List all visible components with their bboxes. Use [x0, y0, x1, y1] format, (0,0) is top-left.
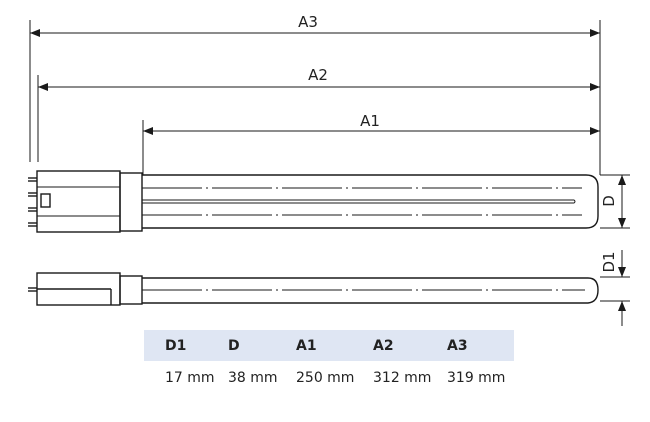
- label-a2: A2: [308, 66, 328, 84]
- header-a2: A2: [373, 337, 394, 354]
- value-a1: 250 mm: [296, 370, 355, 386]
- lamp-side-view: [28, 272, 599, 306]
- table-row: 17 mm 38 mm 250 mm 312 mm 319 mm: [144, 361, 514, 395]
- header-d1: D1: [165, 337, 187, 354]
- label-d1: D1: [600, 251, 618, 272]
- value-d: 38 mm: [228, 370, 278, 386]
- header-d: D: [228, 337, 240, 354]
- value-a3: 319 mm: [447, 370, 506, 386]
- header-a3: A3: [447, 337, 468, 354]
- dimensions-table: D1 D A1 A2 A3 17 mm 38 mm 250 mm 312 mm …: [144, 330, 514, 395]
- label-a3: A3: [298, 13, 318, 31]
- header-a1: A1: [296, 337, 317, 354]
- lamp-front-view: [28, 170, 599, 233]
- label-a1: A1: [360, 112, 380, 130]
- table-header-row: D1 D A1 A2 A3: [144, 330, 514, 361]
- label-d: D: [600, 195, 618, 207]
- value-a2: 312 mm: [373, 370, 432, 386]
- value-d1: 17 mm: [165, 370, 215, 386]
